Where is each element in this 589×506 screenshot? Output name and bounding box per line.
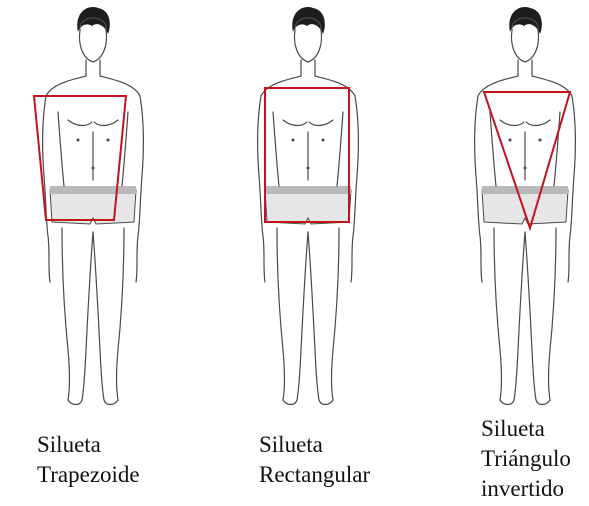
body-line	[332, 228, 340, 400]
body-line	[273, 112, 279, 186]
body-line	[315, 76, 358, 282]
body-line	[43, 76, 86, 282]
label-line: Silueta	[37, 430, 140, 460]
body-line	[100, 76, 143, 282]
body-detail-dot	[292, 139, 295, 142]
label-line: invertido	[481, 474, 571, 504]
body-detail-dot	[92, 167, 95, 170]
body-line	[554, 112, 560, 186]
body-line	[500, 400, 550, 405]
body-detail-dot	[322, 139, 325, 142]
body-line	[277, 228, 285, 400]
label-line: Silueta	[259, 430, 370, 460]
hair-shape	[292, 7, 325, 34]
hair-shape	[77, 7, 110, 34]
hair-shape	[509, 7, 542, 34]
body-line	[297, 232, 308, 400]
male-body-illustration-rectangle	[233, 0, 383, 410]
label-rectangle: Silueta Rectangular	[259, 430, 370, 490]
body-line	[549, 228, 557, 400]
label-line: Silueta	[481, 414, 571, 444]
body-line	[532, 76, 575, 282]
body-detail-dot	[307, 167, 310, 170]
body-line	[283, 400, 333, 405]
label-line: Trapezoide	[37, 460, 140, 490]
body-line	[82, 232, 93, 400]
body-line	[500, 120, 550, 126]
label-line: Rectangular	[259, 460, 370, 490]
body-line	[58, 112, 64, 186]
body-line	[93, 232, 104, 400]
body-line	[283, 120, 333, 126]
body-line	[117, 228, 125, 400]
body-line	[337, 112, 343, 186]
body-line	[308, 232, 319, 400]
body-detail-dot	[524, 167, 527, 170]
body-line	[494, 228, 502, 400]
body-line	[525, 232, 536, 400]
figure-inverted-triangle	[450, 0, 589, 410]
body-detail-dot	[107, 139, 110, 142]
shorts-shape	[265, 190, 351, 224]
shorts-shape	[50, 190, 136, 224]
label-trapezoid: Silueta Trapezoide	[37, 430, 140, 490]
male-body-illustration-trapezoid	[18, 0, 168, 410]
label-inverted-triangle: Silueta Triángulo invertido	[481, 414, 571, 504]
body-detail-dot	[509, 139, 512, 142]
waistband-shape	[50, 186, 136, 194]
body-line	[514, 232, 525, 400]
body-detail-dot	[77, 139, 80, 142]
waistband-shape	[482, 186, 568, 194]
male-body-illustration-inverted-triangle	[450, 0, 589, 410]
body-line	[62, 228, 70, 400]
body-detail-dot	[539, 139, 542, 142]
body-line	[475, 76, 518, 282]
body-line	[68, 120, 118, 126]
figure-trapezoid	[18, 0, 168, 410]
waistband-shape	[265, 186, 351, 194]
figure-rectangle	[233, 0, 383, 410]
shorts-shape	[482, 190, 568, 224]
label-line: Triángulo	[481, 444, 571, 474]
body-line	[68, 400, 118, 405]
